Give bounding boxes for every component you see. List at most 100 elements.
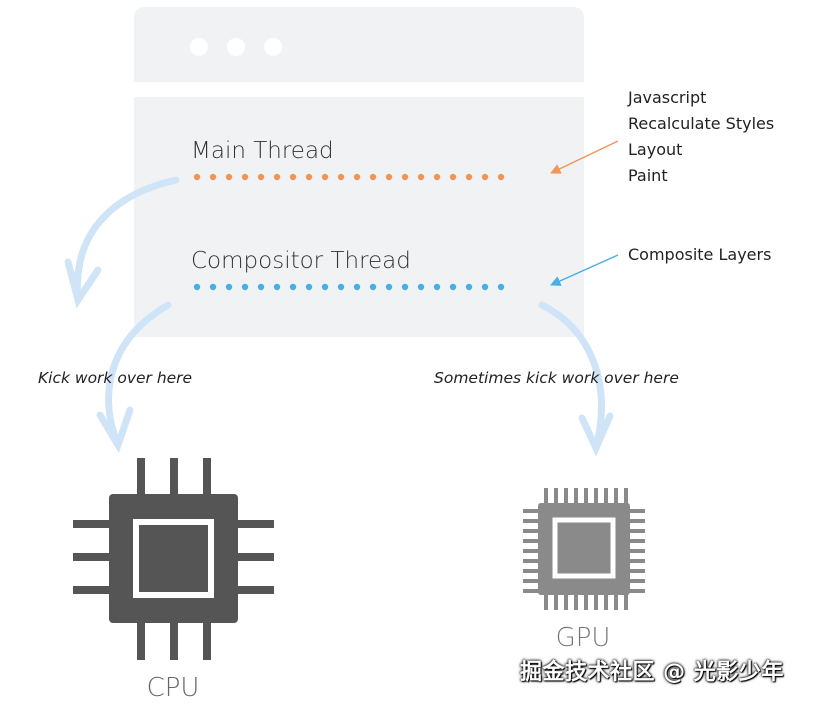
gpu-pin — [523, 519, 539, 523]
compositor-thread-label: Compositor Thread — [191, 248, 411, 274]
thread-dot — [465, 283, 473, 291]
gpu-pin — [523, 529, 539, 533]
thread-dot — [257, 283, 265, 291]
thread-dot — [225, 283, 233, 291]
gpu-pin — [554, 488, 558, 504]
gpu-pin — [523, 549, 539, 553]
thread-dot — [497, 283, 505, 291]
flow-curves — [64, 176, 614, 457]
thread-dot — [433, 283, 441, 291]
thread-dot — [257, 173, 265, 181]
thread-dot — [401, 283, 409, 291]
cpu-label: CPU — [147, 673, 200, 703]
thread-dot — [385, 173, 393, 181]
gpu-pin — [523, 559, 539, 563]
thread-dot — [321, 283, 329, 291]
thread-dot — [241, 283, 249, 291]
gpu-pin — [629, 589, 645, 593]
main-to-cpu-arrowhead-icon — [64, 258, 102, 309]
thread-dot — [353, 173, 361, 181]
thread-dot — [401, 173, 409, 181]
thread-dot — [241, 173, 249, 181]
thread-dot — [353, 283, 361, 291]
thread-dot — [337, 173, 345, 181]
browser-content-area — [134, 97, 584, 337]
gpu-pin — [629, 509, 645, 513]
thread-dot — [449, 173, 457, 181]
gpu-pin — [523, 509, 539, 513]
gpu-pin — [523, 589, 539, 593]
gpu-pin — [574, 594, 578, 610]
thread-dot — [209, 173, 217, 181]
gpu-pin — [523, 569, 539, 573]
thread-dot — [369, 173, 377, 181]
thread-dot — [385, 283, 393, 291]
watermark: 掘金技术社区 @ 光影少年 — [520, 660, 784, 685]
gpu-chip-icon — [523, 488, 645, 610]
task-item: Layout — [628, 140, 682, 159]
thread-dot — [193, 173, 201, 181]
gpu-pin — [574, 488, 578, 504]
thread-dot — [273, 173, 281, 181]
gpu-pin — [614, 594, 618, 610]
gpu-pin — [554, 594, 558, 610]
main-to-cpu-curve — [73, 176, 180, 304]
gpu-pin — [629, 559, 645, 563]
thread-dot — [465, 173, 473, 181]
gpu-pin — [629, 569, 645, 573]
thread-dot — [417, 283, 425, 291]
gpu-pin — [629, 529, 645, 533]
window-dot-icon — [264, 38, 282, 56]
main-thread-task-list: Javascript Recalculate Styles Layout Pai… — [627, 88, 774, 185]
gpu-pin — [594, 488, 598, 504]
main-thread-label: Main Thread — [191, 138, 334, 164]
thread-dot — [225, 173, 233, 181]
gpu-pin — [624, 594, 628, 610]
task-item: Javascript — [627, 88, 706, 107]
thread-dot — [289, 283, 297, 291]
gpu-pin — [544, 488, 548, 504]
compositor-tasks-pointer-arrow — [550, 254, 619, 286]
compositor-to-gpu-curve — [538, 301, 605, 452]
gpu-pin — [614, 488, 618, 504]
thread-dot — [337, 283, 345, 291]
thread-dot — [433, 173, 441, 181]
gpu-pin — [523, 579, 539, 583]
compositor-to-cpu-curve — [105, 301, 172, 449]
gpu-pin — [629, 539, 645, 543]
window-dot-icon — [190, 38, 208, 56]
gpu-pin — [629, 579, 645, 583]
compositor-thread-dots — [193, 283, 505, 291]
thread-dot — [417, 173, 425, 181]
thread-dot — [305, 283, 313, 291]
window-dot-icon — [227, 38, 245, 56]
gpu-pin — [624, 488, 628, 504]
thread-dot — [305, 173, 313, 181]
task-item: Recalculate Styles — [628, 114, 774, 133]
gpu-pin — [523, 539, 539, 543]
task-item: Paint — [628, 166, 668, 185]
thread-dot — [449, 283, 457, 291]
gpu-pin — [584, 594, 588, 610]
gpu-pin — [604, 488, 608, 504]
gpu-label: GPU — [556, 623, 611, 653]
thread-dot — [369, 283, 377, 291]
compositor-to-gpu-arrowhead-icon — [578, 412, 614, 457]
gpu-pin — [544, 594, 548, 610]
sometimes-kick-work-label: Sometimes kick work over here — [434, 369, 679, 387]
gpu-pin — [604, 594, 608, 610]
main-tasks-pointer-arrow — [550, 140, 619, 174]
gpu-pin — [584, 488, 588, 504]
gpu-pin — [564, 594, 568, 610]
thread-dot — [209, 283, 217, 291]
gpu-pin — [629, 549, 645, 553]
compositor-task-item: Composite Layers — [628, 245, 771, 264]
main-thread-dots — [193, 173, 505, 181]
thread-dot — [193, 283, 201, 291]
thread-dot — [481, 173, 489, 181]
gpu-pin — [564, 488, 568, 504]
browser-window — [134, 7, 584, 337]
compositor-to-cpu-arrowhead-icon — [96, 406, 134, 454]
thread-dot — [321, 173, 329, 181]
